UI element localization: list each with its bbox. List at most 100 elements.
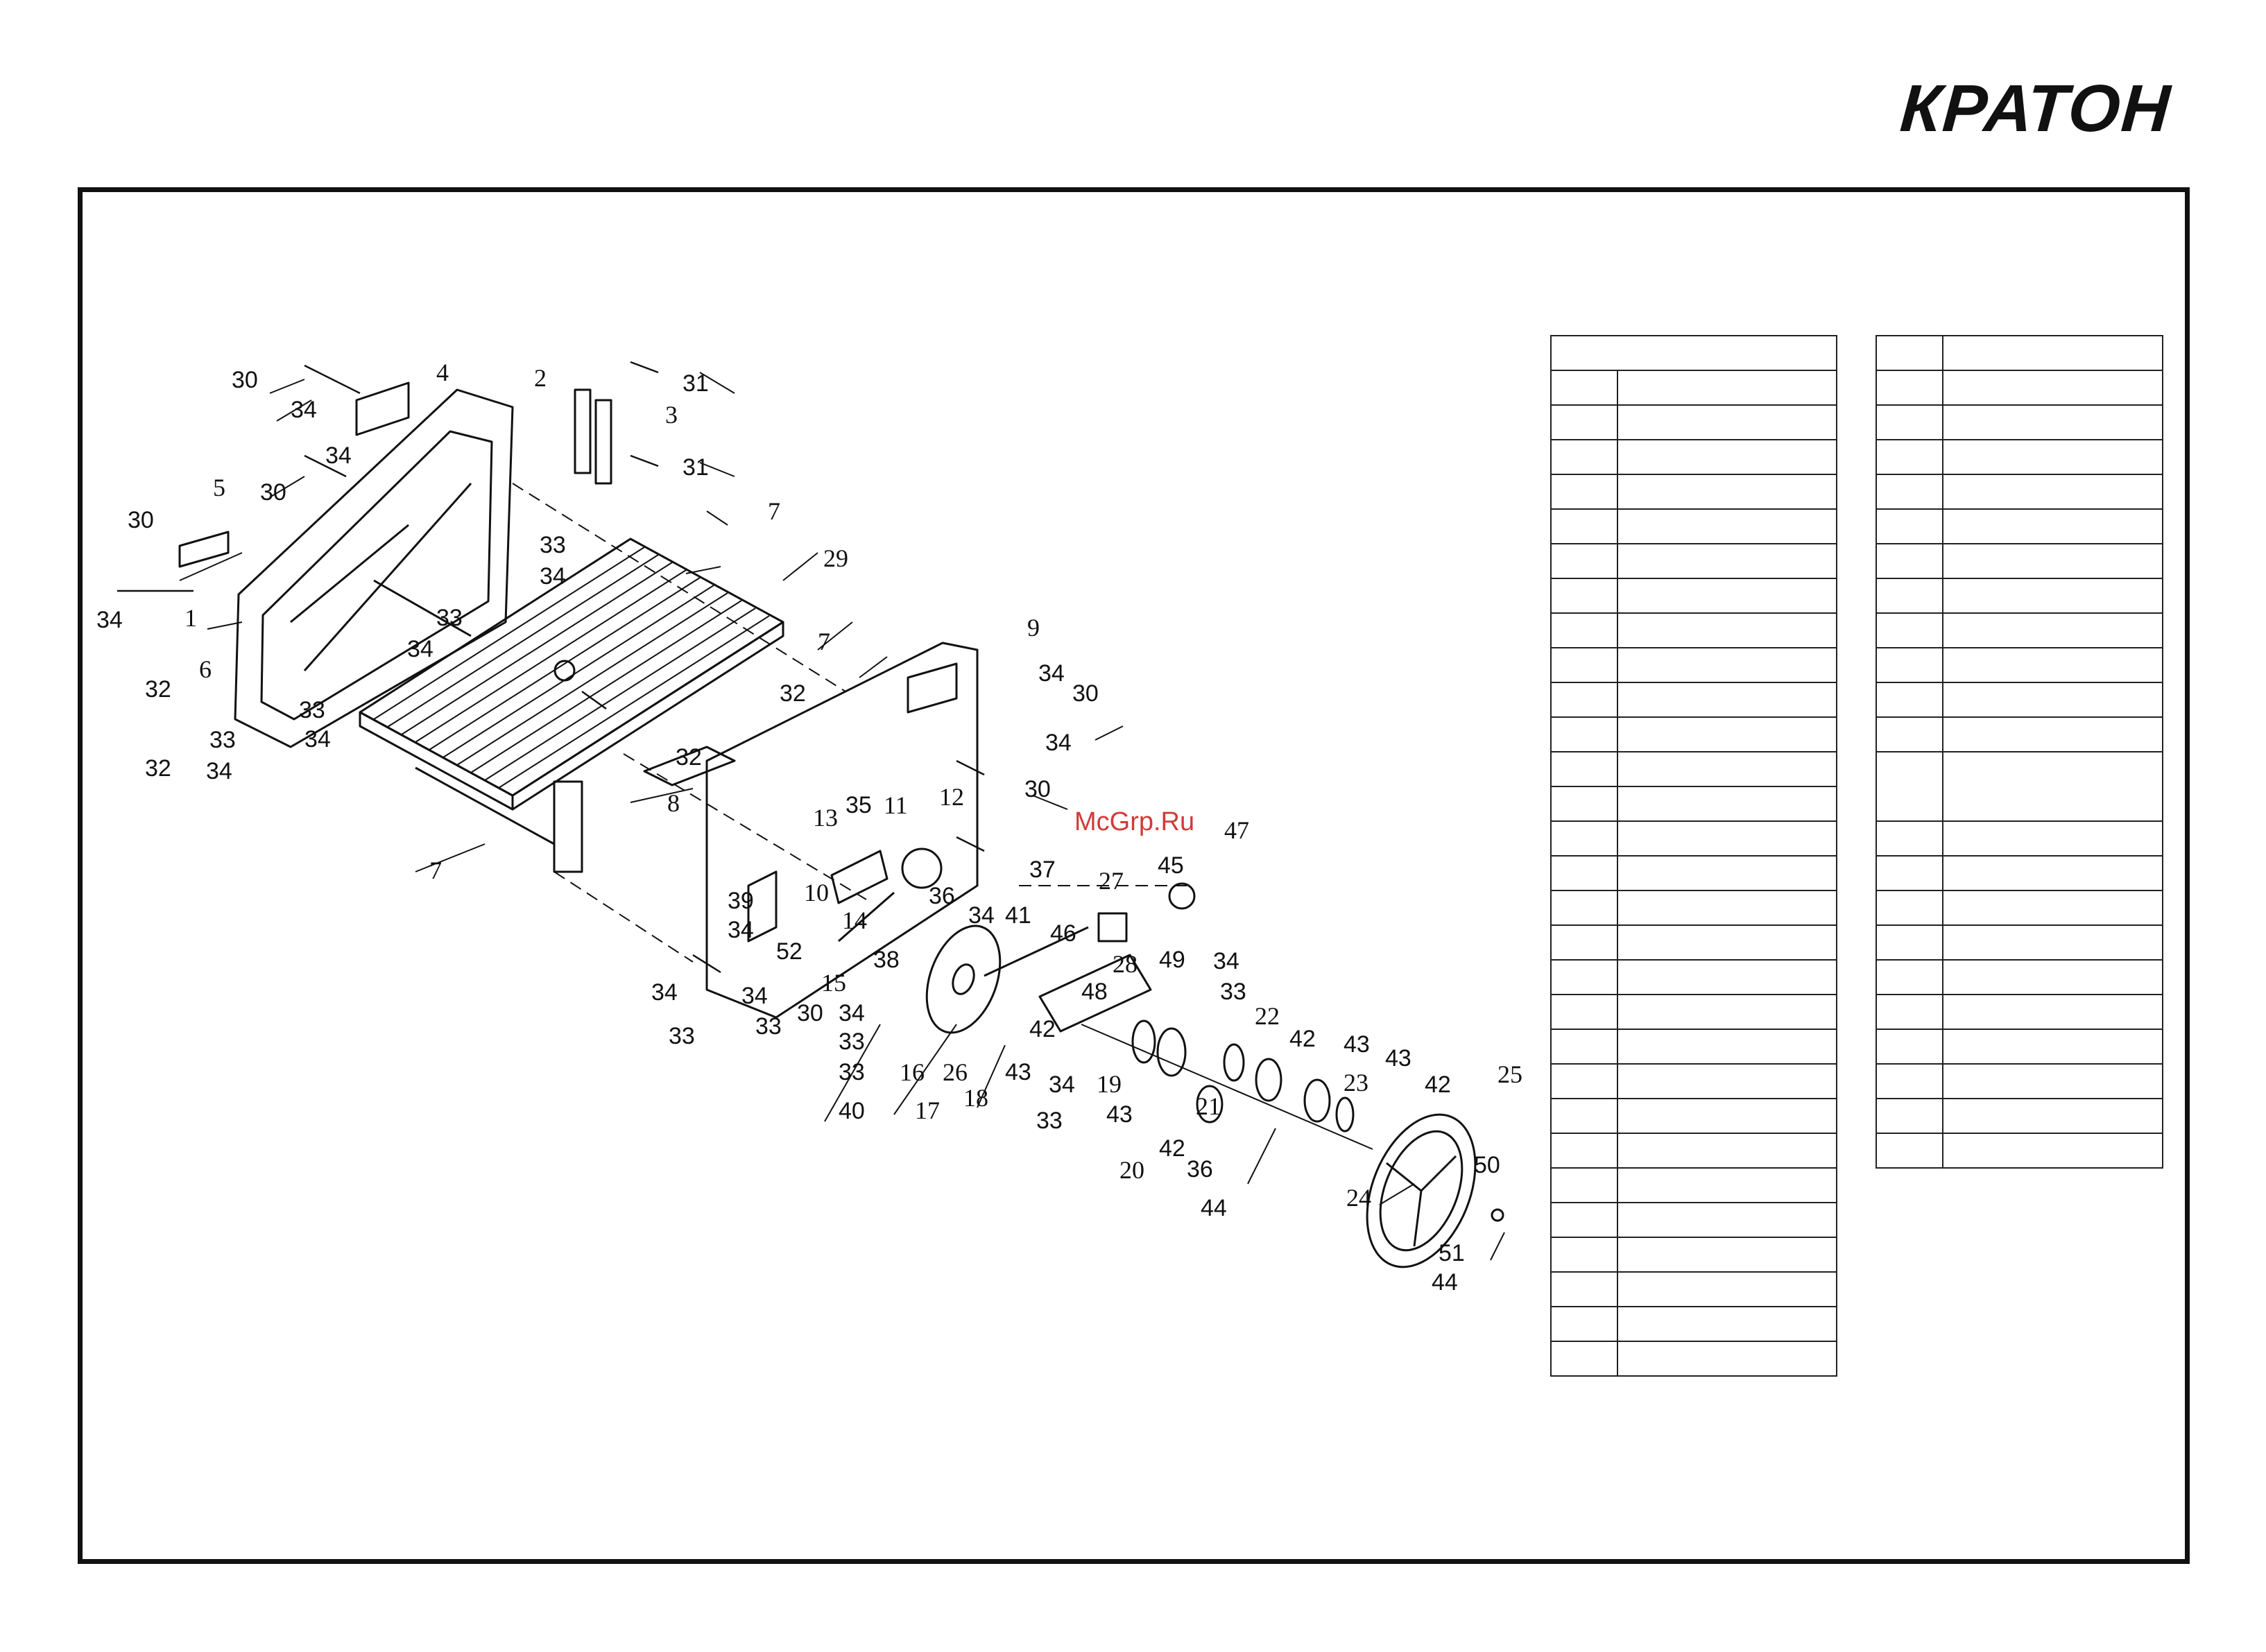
label-plate-5 — [178, 531, 230, 568]
part-name-cell — [1617, 786, 1837, 822]
part-name-cell — [1942, 1063, 2163, 1099]
callout-32: 32 — [676, 744, 702, 771]
part-number-cell — [1550, 1271, 1618, 1307]
part-name-cell — [1617, 716, 1837, 752]
line-art — [117, 361, 1505, 1268]
table-row — [1876, 647, 2163, 683]
part-number-cell — [1550, 1306, 1618, 1342]
callout-12: 12 — [939, 783, 964, 811]
part-name-cell — [1617, 959, 1837, 995]
table-row — [1550, 751, 1837, 787]
callout-30: 30 — [797, 1000, 823, 1026]
part-name-cell — [1617, 820, 1837, 857]
part-number-cell — [1550, 1029, 1618, 1065]
table-row — [1876, 959, 2163, 995]
rib — [303, 483, 472, 671]
table-row — [1876, 474, 2163, 510]
rib — [290, 524, 409, 623]
part-name-cell — [1942, 855, 2163, 891]
table-row — [1550, 1063, 1837, 1099]
callout-37: 37 — [1029, 857, 1056, 883]
part-number-cell — [1876, 1029, 1943, 1065]
gear-19 — [1131, 1019, 1156, 1064]
page-footer — [0, 1641, 2266, 1652]
drawing-frame — [78, 187, 2190, 1564]
part-number-cell — [1550, 647, 1618, 683]
part-number-cell — [1550, 1133, 1618, 1169]
bracket-18 — [1038, 954, 1152, 1033]
part-number-cell — [1550, 1167, 1618, 1203]
part-name-cell — [1942, 994, 2163, 1030]
table-row — [1550, 1271, 1837, 1307]
callout-14: 14 — [842, 906, 867, 934]
callout-29: 29 — [823, 544, 848, 572]
part-name-cell — [1942, 370, 2163, 406]
table-row — [1876, 612, 2163, 648]
table-row — [1876, 1098, 2163, 1134]
table-row — [1876, 439, 2163, 475]
part-name-cell — [1617, 890, 1837, 926]
table-row — [1550, 370, 1837, 406]
table-row — [1550, 474, 1837, 510]
part-name-cell — [1942, 1133, 2163, 1169]
table-row — [1876, 1133, 2163, 1169]
part-number-cell — [1876, 474, 1943, 510]
callout-43: 43 — [1344, 1031, 1370, 1058]
handwheel-hub — [952, 963, 975, 995]
bracket-3 — [594, 399, 612, 485]
table-row — [1550, 508, 1837, 544]
table-row — [1876, 994, 2163, 1030]
right-side-plate — [705, 642, 979, 1019]
part-number-cell — [1550, 474, 1618, 510]
part-number-cell — [1550, 404, 1618, 440]
callout-44: 44 — [1201, 1195, 1227, 1221]
table-hole — [553, 660, 576, 682]
watermark: McGrp.Ru — [1074, 807, 1194, 836]
part-name-cell — [1942, 1029, 2163, 1065]
part-name-cell — [1617, 1098, 1837, 1134]
callout-44: 44 — [1432, 1269, 1458, 1296]
callout-34: 34 — [1038, 660, 1065, 687]
callout-34: 34 — [304, 726, 331, 752]
callout-30: 30 — [128, 507, 154, 533]
callout-30: 30 — [1072, 680, 1099, 707]
callout-2: 2 — [534, 364, 547, 392]
callout-50: 50 — [1474, 1152, 1500, 1178]
part-name-cell — [1942, 578, 2163, 614]
spoke — [1420, 1155, 1457, 1192]
table-header-row — [1876, 335, 2163, 371]
part-name-cell — [1617, 1133, 1837, 1169]
ring-42b — [1335, 1096, 1355, 1133]
table-edge-right — [511, 621, 784, 811]
part-name-cell — [1617, 578, 1837, 614]
part-name-cell — [1942, 439, 2163, 475]
part-number-cell — [1550, 855, 1618, 891]
table-row — [1550, 1341, 1837, 1377]
part-name-cell — [1617, 1202, 1837, 1238]
callout-42: 42 — [1425, 1072, 1451, 1098]
part-name-cell — [1942, 890, 2163, 926]
callout-28: 28 — [1113, 950, 1138, 978]
table-row — [1550, 786, 1837, 822]
part-name-cell — [1942, 924, 2163, 961]
table-row — [1876, 820, 2163, 857]
part-name-cell — [1942, 474, 2163, 510]
bracket-2 — [574, 388, 592, 474]
part-number-cell — [1876, 820, 1943, 857]
callout-26: 26 — [943, 1058, 968, 1086]
table-row — [1550, 578, 1837, 614]
callout-34: 34 — [540, 563, 566, 590]
table-row — [1876, 578, 2163, 614]
part-number-cell — [1550, 1202, 1618, 1238]
callout-34: 34 — [206, 758, 232, 784]
part-number-cell — [1550, 543, 1618, 579]
part-number-cell — [1876, 404, 1943, 440]
table-row — [1550, 924, 1837, 961]
callout-31: 31 — [683, 370, 709, 397]
table-row — [1550, 820, 1837, 857]
callout-38: 38 — [873, 947, 900, 973]
callout-30: 30 — [260, 479, 286, 506]
side-plate-ear — [907, 662, 958, 714]
table-header-cell — [1550, 335, 1837, 371]
callout-39: 39 — [728, 888, 754, 914]
